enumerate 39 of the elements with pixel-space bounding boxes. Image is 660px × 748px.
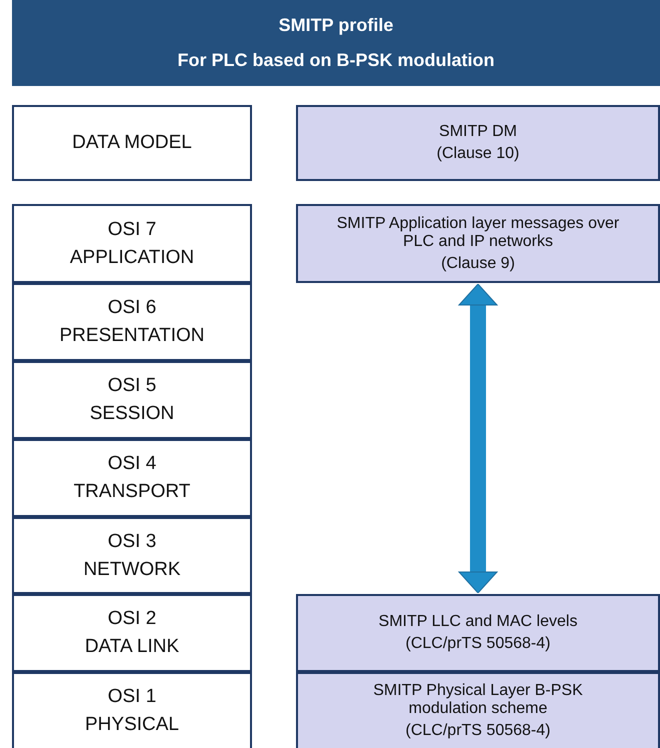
layer-label: APPLICATION bbox=[70, 246, 194, 268]
profile-text: (CLC/prTS 50568-4) bbox=[406, 635, 550, 653]
layer-label: PRESENTATION bbox=[60, 325, 204, 347]
profile-text: SMITP Physical Layer B-PSK modulation scheme bbox=[372, 682, 584, 718]
title-text: For PLC based on B-PSK modulation bbox=[177, 50, 494, 71]
layer-label: OSI 4 bbox=[108, 453, 156, 475]
layer-label: DATA MODEL bbox=[72, 132, 192, 154]
layer-label: OSI 1 bbox=[108, 686, 156, 708]
layer-label: PHYSICAL bbox=[85, 714, 179, 736]
layer-label: OSI 2 bbox=[108, 608, 156, 630]
layer-label: OSI 5 bbox=[108, 375, 156, 397]
layer-label: OSI 6 bbox=[108, 297, 156, 319]
profile-text: SMITP LLC and MAC levels bbox=[378, 613, 578, 631]
layer-box bbox=[12, 283, 252, 361]
layer-box bbox=[12, 439, 252, 517]
title-band bbox=[12, 0, 660, 86]
layer-box bbox=[12, 594, 252, 672]
layer-label: OSI 7 bbox=[108, 218, 156, 240]
profile-box bbox=[296, 105, 660, 181]
layer-box bbox=[12, 204, 252, 283]
layer-label: OSI 3 bbox=[108, 530, 156, 552]
layer-box bbox=[12, 105, 252, 181]
layer-label: NETWORK bbox=[83, 558, 181, 580]
layer-label: TRANSPORT bbox=[74, 481, 190, 503]
title-text: SMITP profile bbox=[278, 15, 394, 36]
layer-box bbox=[12, 672, 252, 748]
profile-text: (Clause 10) bbox=[436, 145, 520, 163]
profile-text: SMITP DM bbox=[439, 123, 517, 141]
profile-box bbox=[296, 672, 660, 748]
profile-text: SMITP Application layer messages over PLC and IP networks bbox=[336, 214, 620, 250]
layer-label: SESSION bbox=[90, 403, 174, 425]
profile-box bbox=[296, 204, 660, 283]
layer-box bbox=[12, 361, 252, 439]
layer-label: DATA LINK bbox=[84, 636, 180, 658]
profile-box bbox=[296, 594, 660, 672]
double-arrow bbox=[458, 284, 498, 594]
layer-box bbox=[12, 517, 252, 594]
profile-text: (CLC/prTS 50568-4) bbox=[406, 722, 550, 740]
profile-text: (Clause 9) bbox=[441, 254, 515, 272]
